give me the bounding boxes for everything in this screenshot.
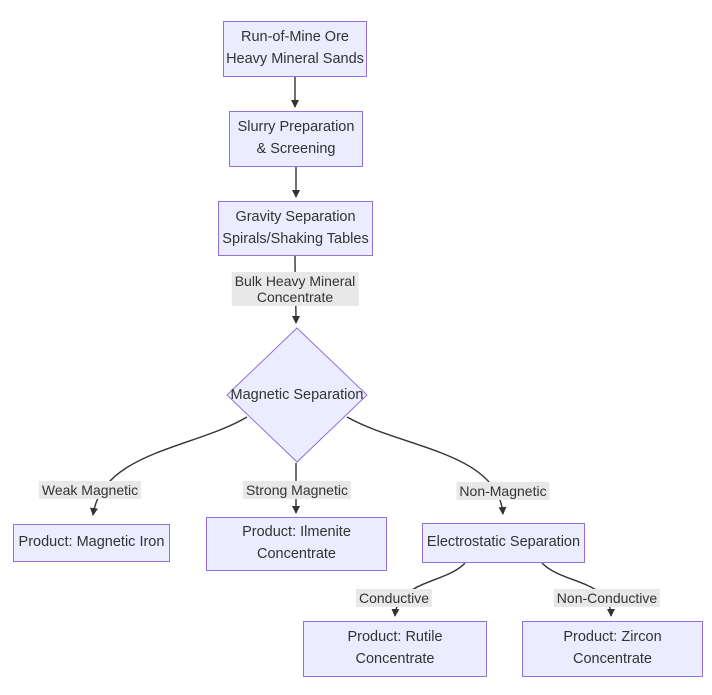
edge-label-text: Strong Magnetic [246, 481, 348, 498]
node-product-zircon-concentrate: Product: Zircon Concentrate [522, 621, 703, 677]
decision-diamond-shape [226, 327, 368, 463]
node-slurry-preparation: Slurry Preparation & Screening [229, 111, 363, 167]
node-label: Heavy Mineral Sands [226, 51, 364, 67]
edge-magsep-to-magiron [90, 416, 248, 516]
edge-label-text: Conductive [358, 589, 430, 606]
node-label: Concentrate [355, 651, 435, 667]
node-label: Spirals/Shaking Tables [222, 230, 369, 247]
node-label: Product: Zircon [563, 629, 662, 646]
node-label: Product: Rutile [347, 629, 443, 646]
node-label: Concentrate [257, 546, 336, 562]
node-label: Electrostatic Separation [426, 534, 581, 551]
node-label: Magnetic Separation [230, 387, 364, 403]
edge-label-text: Bulk Heavy Mineral [234, 272, 356, 289]
edge-label-non-conductive: Non-Conductive [553, 588, 661, 608]
node-label: Gravity Separation [235, 208, 356, 225]
node-product-ilmenite-concentrate: Product: Ilmenite Concentrate [206, 517, 387, 571]
node-label: Run-of-Mine Ore [241, 29, 349, 46]
node-label: Slurry Preparation [237, 119, 355, 136]
edge-label-text: Non-Conductive [556, 589, 658, 606]
node-product-rutile-concentrate: Product: Rutile Concentrate [303, 621, 487, 677]
node-product-magnetic-iron: Product: Magnetic Iron [13, 524, 170, 562]
edge-label-text: Non-Magnetic [459, 482, 547, 499]
node-gravity-separation: Gravity Separation Spirals/Shaking Table… [218, 201, 373, 256]
edge-label-bulk-heavy-mineral-concentrate: Bulk Heavy Mineral Concentrate [231, 271, 359, 307]
node-magnetic-separation: Magnetic Separation [227, 328, 367, 462]
edge-label-text: Concentrate [256, 289, 334, 305]
node-label: Product: Magnetic Iron [18, 534, 165, 551]
edge-label-non-magnetic: Non-Magnetic [456, 481, 550, 501]
edge-label-text: Weak Magnetic [41, 481, 139, 498]
node-label: Product: Ilmenite [242, 524, 351, 541]
node-label: Concentrate [573, 651, 652, 667]
edge-label-strong-magnetic: Strong Magnetic [243, 480, 351, 500]
node-label: & Screening [256, 141, 336, 157]
edge-label-weak-magnetic: Weak Magnetic [38, 480, 142, 500]
edge-label-conductive: Conductive [355, 588, 433, 608]
node-run-of-mine-ore: Run-of-Mine Ore Heavy Mineral Sands [223, 21, 367, 77]
node-electrostatic-separation: Electrostatic Separation [422, 523, 585, 563]
